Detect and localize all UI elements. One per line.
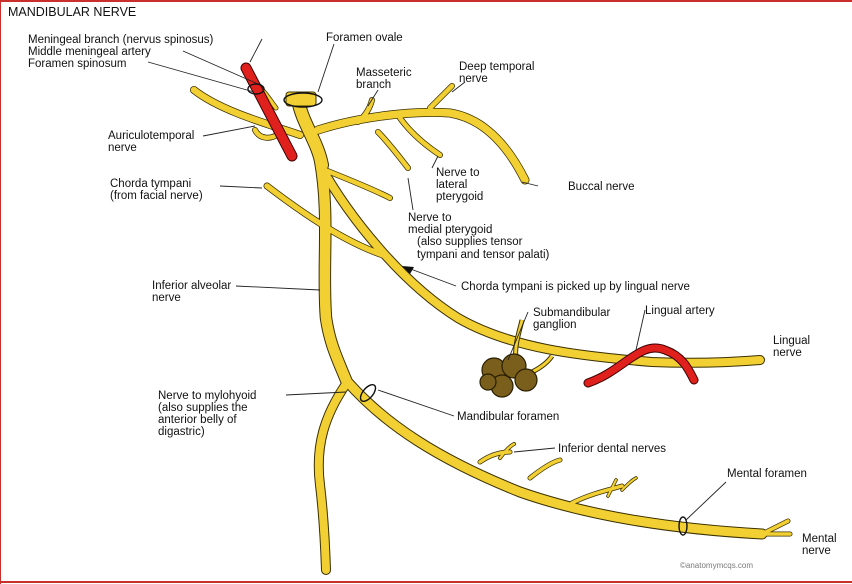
bottom-border — [0, 581, 852, 583]
label-lateral-pterygoid-3: pterygoid — [436, 191, 483, 203]
labels: MANDIBULAR NERVE Meningeal branch (nervu… — [8, 5, 837, 570]
label-lingual-nerve-1: Lingual — [773, 335, 810, 347]
label-middle-meningeal-artery: Middle meningeal artery — [28, 46, 151, 58]
label-mylohyoid-2: (also supplies the — [158, 402, 248, 414]
label-meningeal-branch: Meningeal branch (nervus spinosus) — [28, 34, 214, 46]
label-inferior-alveolar-1: Inferior alveolar — [152, 280, 231, 292]
label-buccal-nerve: Buccal nerve — [568, 181, 634, 193]
label-auriculotemporal-1: Auriculotemporal — [108, 130, 194, 142]
label-mental-nerve-2: nerve — [802, 545, 831, 557]
middle-meningeal-artery-vessel — [240, 62, 298, 162]
label-lateral-pterygoid-1: Nerve to — [436, 167, 479, 179]
label-mandibular-foramen: Mandibular foramen — [457, 411, 559, 423]
mental-foramen-ring — [678, 516, 688, 536]
label-foramen-ovale: Foramen ovale — [326, 32, 403, 44]
foramen-ovale-ring — [283, 92, 323, 108]
label-foramen-spinosum: Foramen spinosum — [28, 58, 126, 70]
label-submandibular-1: Submandibular — [533, 307, 611, 319]
label-lateral-pterygoid-2: lateral — [436, 179, 467, 191]
label-mental-foramen: Mental foramen — [727, 468, 807, 480]
nerve-trunk-cap — [285, 91, 317, 107]
foramen-spinosum-ring — [247, 83, 265, 95]
label-medial-pterygoid-4: tympani and tensor palati) — [417, 249, 549, 261]
label-medial-pterygoid-1: Nerve to — [408, 212, 451, 224]
label-chorda-tympani-2: (from facial nerve) — [110, 190, 203, 202]
foramen-rings — [247, 83, 688, 536]
label-inferior-dental: Inferior dental nerves — [558, 443, 666, 455]
label-lingual-artery: Lingual artery — [645, 305, 715, 317]
label-chorda-pickup: Chorda tympani is picked up by lingual n… — [461, 281, 690, 293]
credit-watermark: ©anatomymcqs.com — [680, 561, 753, 570]
label-deep-temporal-1: Deep temporal — [459, 61, 534, 73]
label-medial-pterygoid-3: (also supplies tensor — [417, 236, 523, 248]
label-medial-pterygoid-2: medial pterygoid — [408, 224, 492, 236]
label-mylohyoid-1: Nerve to mylohyoid — [158, 390, 256, 402]
leader-lines — [147, 38, 727, 521]
lingual-artery-vessel — [583, 343, 699, 388]
label-submandibular-2: ganglion — [533, 319, 576, 331]
label-chorda-tympani-1: Chorda tympani — [110, 178, 191, 190]
nerve-tree — [190, 77, 793, 575]
diagram-title: MANDIBULAR NERVE — [8, 5, 136, 19]
label-mental-nerve-1: Mental — [802, 533, 837, 545]
label-masseteric-1: Masseteric — [356, 67, 412, 79]
label-auriculotemporal-2: nerve — [108, 142, 137, 154]
top-border — [0, 0, 852, 2]
label-masseteric-2: branch — [356, 79, 391, 91]
mandibular-foramen-ring — [359, 383, 377, 403]
label-mylohyoid-4: digastric) — [158, 426, 205, 438]
label-inferior-alveolar-2: nerve — [152, 292, 181, 304]
label-mylohyoid-3: anterior belly of — [158, 414, 237, 426]
label-deep-temporal-2: nerve — [459, 73, 488, 85]
label-lingual-nerve-2: nerve — [773, 347, 802, 359]
left-border — [0, 0, 1, 584]
